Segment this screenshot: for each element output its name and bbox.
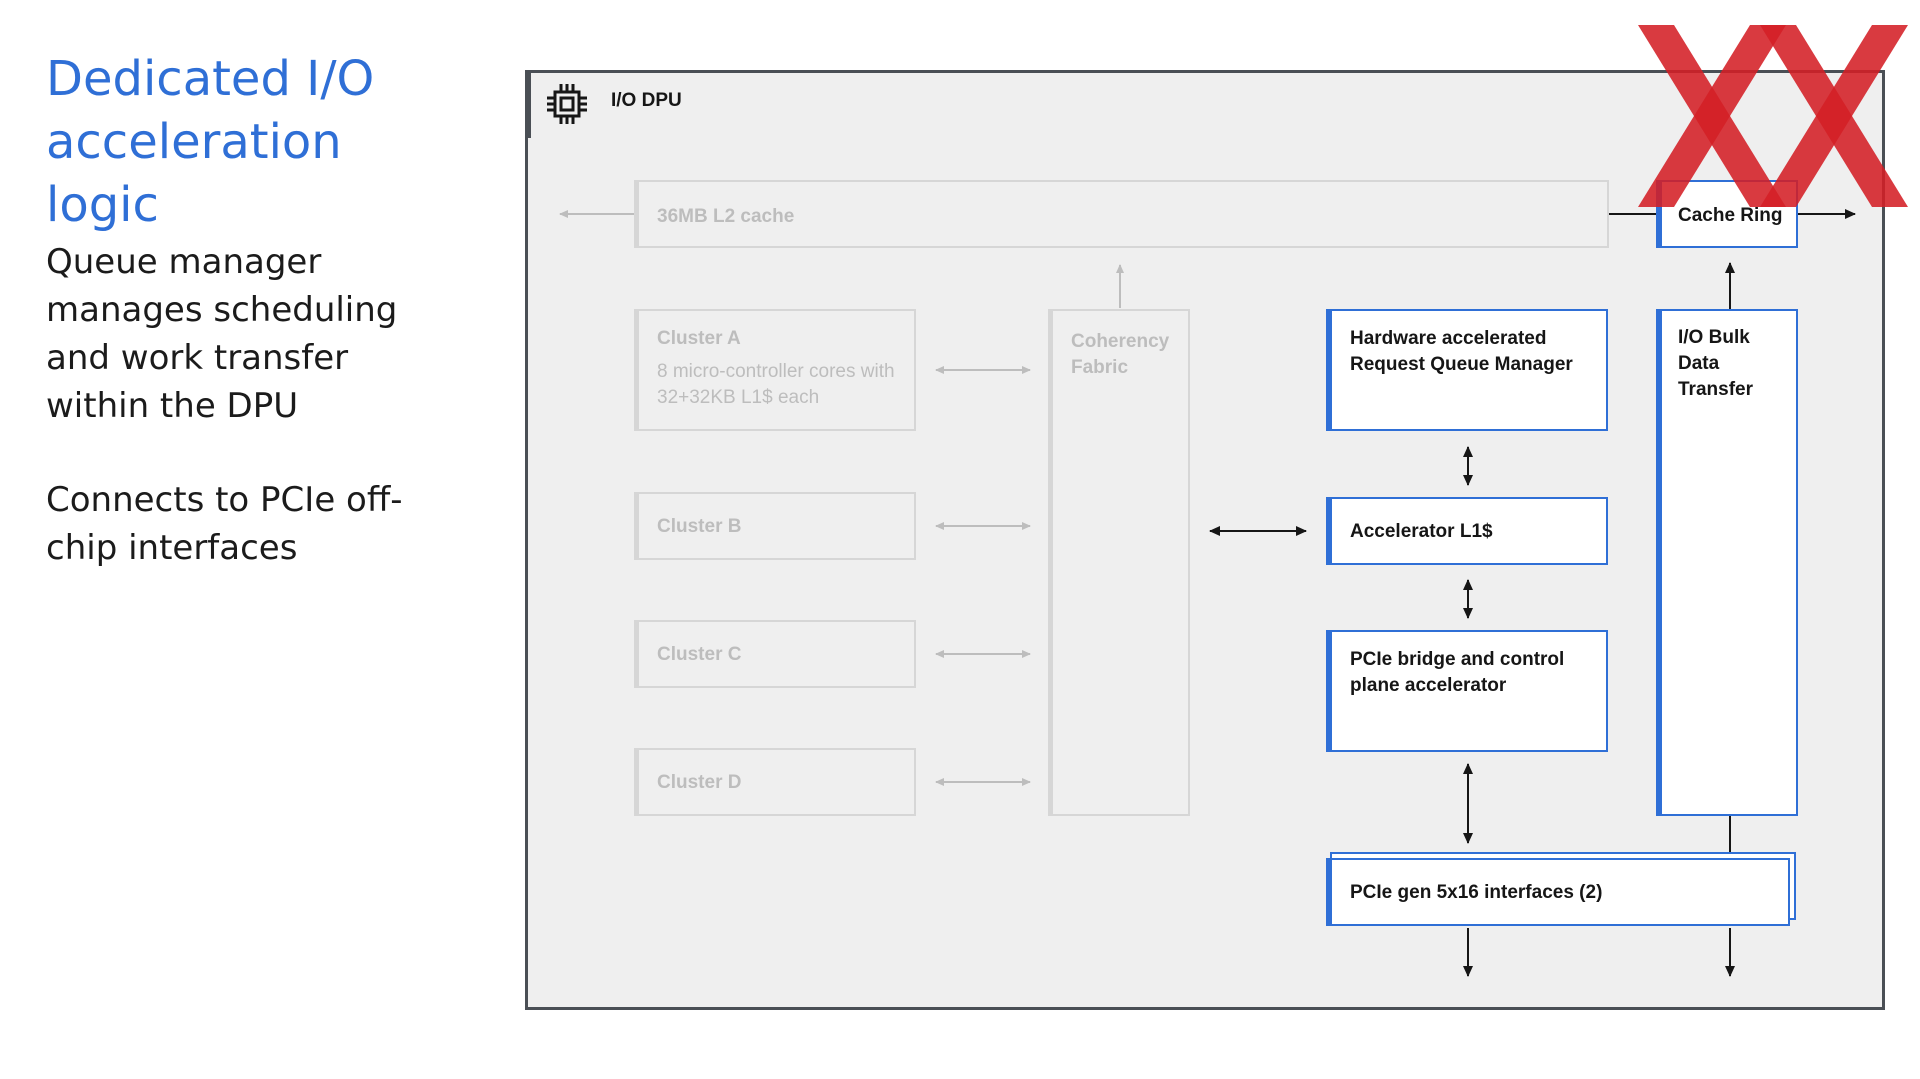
cluster-b-label: Cluster B [657, 516, 742, 537]
frame-accent-bar [525, 70, 531, 138]
cluster-a-detail: 8 micro-controller cores with 32+32KB L1… [657, 361, 895, 408]
pcie-connect-text: Connects to PCIe off-chip interfaces [46, 480, 403, 568]
queue-manager-text: Queue manager manages scheduling and wor… [46, 242, 398, 426]
pcie-bridge-block: PCIe bridge and control plane accelerato… [1326, 630, 1608, 752]
chip-icon [547, 84, 587, 124]
cluster-b-block: Cluster B [634, 492, 916, 560]
pcie-bridge-label: PCIe bridge and control plane accelerato… [1350, 649, 1565, 696]
l2-cache-label: 36MB L2 cache [657, 206, 795, 227]
coherency-fabric-block: Coherency Fabric [1048, 309, 1190, 816]
io-dpu-label: I/O DPU [611, 90, 682, 111]
cluster-a-block: Cluster A 8 micro-controller cores with … [634, 309, 916, 431]
io-bulk-label: I/O Bulk Data Transfer [1678, 327, 1753, 400]
accelerator-l1-label: Accelerator L1$ [1350, 521, 1493, 542]
cluster-d-block: Cluster D [634, 748, 916, 816]
pcie-interfaces-label: PCIe gen 5x16 interfaces (2) [1350, 882, 1603, 903]
accelerator-l1-block: Accelerator L1$ [1326, 497, 1608, 565]
rqm-label: Hardware accelerated Request Queue Manag… [1350, 328, 1573, 375]
coherency-fabric-label: Coherency Fabric [1071, 331, 1170, 378]
slide-title: Dedicated I/O acceleration logic [46, 51, 375, 233]
cluster-d-label: Cluster D [657, 772, 742, 793]
watermark-logo [1638, 25, 1908, 207]
request-queue-manager-block: Hardware accelerated Request Queue Manag… [1326, 309, 1608, 431]
cache-ring-label: Cache Ring [1678, 205, 1783, 226]
cluster-a-label: Cluster A [657, 328, 741, 349]
io-bulk-transfer-block: I/O Bulk Data Transfer [1656, 309, 1798, 816]
cluster-c-block: Cluster C [634, 620, 916, 688]
pcie-interfaces-block: PCIe gen 5x16 interfaces (2) [1326, 858, 1790, 926]
l2-cache-block: 36MB L2 cache [634, 180, 1609, 248]
cluster-c-label: Cluster C [657, 644, 742, 665]
